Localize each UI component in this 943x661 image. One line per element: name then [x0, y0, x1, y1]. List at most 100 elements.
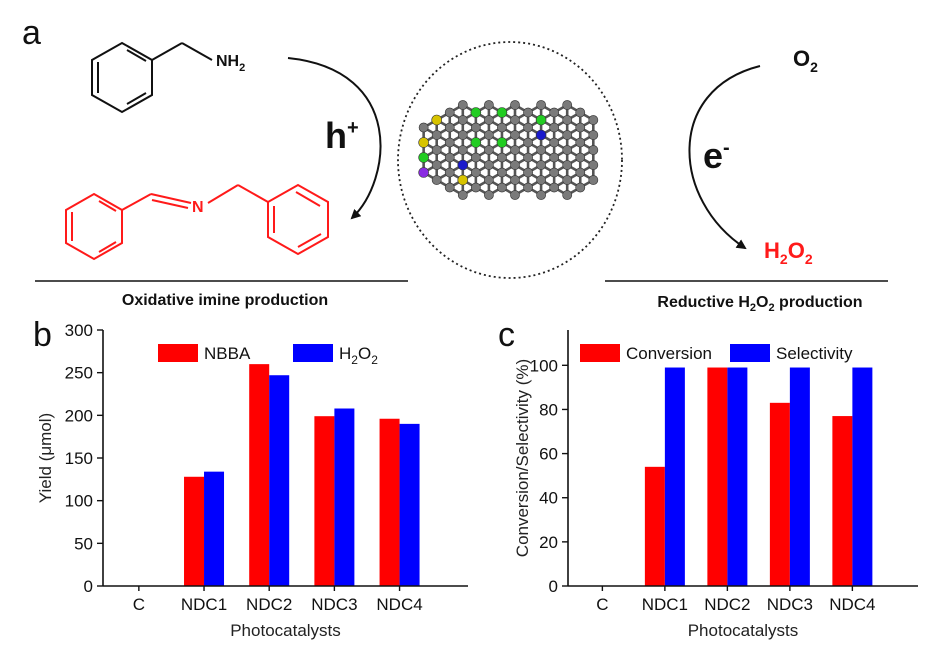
- y-axis-title: Yield (μmol): [36, 413, 55, 503]
- imine-nitrogen-label: N: [192, 199, 204, 216]
- carbon-atom: [483, 115, 494, 125]
- carbon-atom: [588, 160, 599, 170]
- carbon-atom: [470, 152, 481, 163]
- bar-conversion-ndc2: [707, 367, 728, 586]
- y-tick-label: 300: [65, 321, 93, 340]
- bar-selectivity-ndc3: [789, 367, 810, 586]
- legend-swatch-0: [158, 344, 198, 362]
- h2o2-product-label: H2O2: [764, 238, 813, 267]
- oxidative-caption: Oxidative imine production: [122, 292, 328, 309]
- carbon-atom: [510, 175, 520, 185]
- y-tick-label: 60: [539, 445, 558, 464]
- carbon-atom: [536, 100, 546, 110]
- x-tick-label: NDC4: [376, 595, 422, 614]
- benzylamine-structure: [91, 41, 213, 114]
- carbon-atom: [588, 145, 599, 155]
- heteroatom: [457, 159, 469, 171]
- x-tick-label: C: [133, 595, 145, 614]
- carbon-atom: [444, 137, 455, 148]
- x-tick-label: NDC3: [311, 595, 357, 614]
- carbon-atom: [536, 160, 546, 170]
- carbon-atom: [575, 107, 586, 118]
- carbon-atom: [549, 137, 560, 148]
- heteroatom: [496, 137, 508, 148]
- heteroatom: [431, 114, 443, 126]
- oxidation-arrow: [287, 57, 382, 220]
- carbon-atom: [470, 182, 481, 193]
- carbon-atom: [523, 122, 533, 133]
- x-tick-label: NDC2: [704, 595, 750, 614]
- heteroatom: [418, 167, 429, 178]
- carbon-atom: [497, 122, 507, 133]
- carbon-atom: [523, 107, 533, 118]
- carbon-atom: [510, 145, 520, 155]
- x-tick-label: NDC3: [767, 595, 813, 614]
- hole-symbol: h+: [325, 115, 359, 156]
- carbon-atom: [523, 137, 533, 148]
- x-tick-label: NDC2: [246, 595, 292, 614]
- carbon-atom: [510, 115, 520, 125]
- carbon-atom: [483, 175, 494, 185]
- carbon-atom: [431, 160, 442, 170]
- carbon-atom: [470, 167, 481, 178]
- carbon-atom: [536, 190, 546, 200]
- carbon-atom: [457, 190, 468, 200]
- legend-label-0: NBBA: [204, 344, 251, 363]
- x-tick-label: C: [596, 595, 608, 614]
- carbon-atom: [444, 152, 455, 163]
- bar-nbba-ndc1: [184, 476, 205, 586]
- carbon-atom: [431, 175, 442, 185]
- carbon-atom: [483, 145, 494, 155]
- carbon-atom: [549, 152, 560, 163]
- carbon-atom: [536, 175, 546, 185]
- carbon-atom: [575, 167, 586, 178]
- amine-label: NH2: [216, 53, 245, 74]
- carbon-atom: [483, 160, 494, 170]
- carbon-atom: [431, 145, 442, 155]
- carbon-atom: [575, 182, 586, 193]
- bar-h2o2-ndc1: [204, 471, 225, 586]
- carbon-atom: [523, 182, 533, 193]
- bar-selectivity-ndc1: [664, 367, 685, 586]
- carbon-atom: [549, 182, 560, 193]
- carbon-atom: [510, 130, 520, 140]
- bar-h2o2-ndc4: [399, 423, 420, 586]
- carbon-atom: [418, 122, 429, 133]
- x-axis-title: Photocatalysts: [688, 621, 799, 640]
- carbon-atom: [483, 130, 494, 140]
- carbon-atom: [549, 167, 560, 178]
- oxygen-label: O2: [793, 46, 818, 75]
- panel-letter: b: [33, 316, 52, 354]
- carbon-atom: [457, 145, 468, 155]
- bar-selectivity-ndc4: [852, 367, 873, 586]
- x-tick-label: NDC1: [642, 595, 688, 614]
- y-tick-label: 100: [65, 492, 93, 511]
- bar-conversion-ndc3: [769, 402, 790, 586]
- bar-selectivity-ndc2: [727, 367, 748, 586]
- legend-label-1: H2O2: [339, 344, 378, 367]
- carbon-atom: [457, 100, 468, 110]
- carbon-atom: [562, 175, 573, 185]
- carbon-atom: [588, 115, 599, 125]
- heteroatom: [496, 107, 508, 118]
- heteroatom: [457, 174, 469, 186]
- x-axis-title: Photocatalysts: [230, 621, 341, 640]
- carbon-atom: [497, 182, 507, 193]
- heteroatom: [535, 129, 547, 141]
- carbon-atom: [444, 107, 455, 118]
- carbon-atom: [562, 160, 573, 170]
- carbon-atom: [588, 175, 599, 185]
- legend-swatch-1: [730, 344, 770, 362]
- panel-a: a NH2 h+: [22, 14, 888, 314]
- bar-conversion-ndc4: [832, 416, 853, 586]
- y-tick-label: 50: [74, 534, 93, 553]
- legend-swatch-1: [293, 344, 333, 362]
- carbon-atom: [510, 190, 520, 200]
- bar-nbba-ndc4: [379, 418, 400, 586]
- bar-nbba-ndc2: [249, 364, 270, 586]
- carbon-atom: [457, 130, 468, 140]
- carbon-atom: [497, 152, 507, 163]
- carbon-atom: [562, 100, 573, 110]
